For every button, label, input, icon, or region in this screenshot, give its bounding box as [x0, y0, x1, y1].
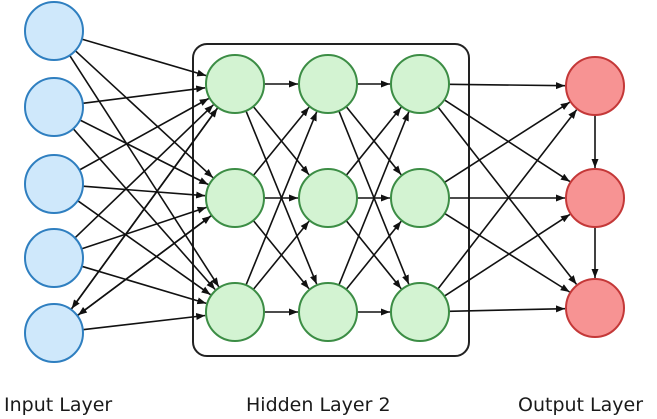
input-node: [24, 303, 84, 363]
edge-hidden-output: [443, 99, 571, 183]
input-node: [24, 228, 84, 288]
edge-input-hidden: [79, 97, 210, 171]
edge-hidden-output: [443, 213, 571, 297]
input-node: [24, 1, 84, 61]
edge-hidden-hidden: [345, 220, 402, 290]
edge-hidden-output: [448, 305, 566, 313]
hidden-node: [390, 54, 450, 114]
edge-input-hidden: [82, 85, 206, 105]
hidden-node: [390, 282, 450, 342]
edge-hidden-hidden: [245, 111, 318, 286]
hidden-node: [298, 282, 358, 342]
hidden-layer-label: Hidden Layer 2: [246, 394, 391, 416]
output-layer-label: Output Layer: [518, 394, 644, 416]
hidden-layers-box: [192, 43, 470, 357]
edge-input-hidden: [81, 38, 207, 77]
edge-hidden-input: [77, 214, 213, 316]
neurons: [24, 1, 625, 363]
edge-input-hidden: [82, 185, 206, 199]
edge-hidden-hidden: [338, 111, 410, 286]
edge-input-hidden: [81, 206, 207, 250]
edge-input-hidden: [74, 104, 214, 239]
edge-input-hidden: [82, 313, 206, 331]
edge-input-hidden: [81, 265, 207, 305]
edge-hidden-output: [443, 101, 571, 184]
edge-input-hidden: [74, 50, 214, 179]
hidden-node: [298, 168, 358, 228]
edge-hidden-hidden: [252, 220, 310, 291]
edge-input-hidden: [79, 119, 209, 186]
edge-hidden-output: [437, 106, 578, 285]
input-node: [24, 77, 84, 137]
neural-network-diagram: [24, 1, 625, 363]
hidden-node: [298, 54, 358, 114]
edge-hidden-output: [444, 212, 571, 293]
output-node: [565, 168, 625, 228]
edge-input-hidden: [77, 200, 211, 296]
input-layer-label: Input Layer: [4, 394, 113, 416]
edge-hidden-input: [70, 107, 219, 310]
edge-hidden-output: [437, 109, 578, 290]
hidden-node: [390, 168, 450, 228]
edge-hidden-hidden: [345, 106, 402, 176]
connections: [69, 38, 599, 331]
hidden-node: [205, 54, 265, 114]
output-node: [565, 278, 625, 338]
hidden-node: [205, 168, 265, 228]
input-node: [24, 154, 84, 214]
edge-hidden-hidden: [252, 106, 310, 177]
output-node: [565, 56, 625, 116]
hidden-node: [205, 282, 265, 342]
edge-hidden-output: [448, 82, 566, 90]
